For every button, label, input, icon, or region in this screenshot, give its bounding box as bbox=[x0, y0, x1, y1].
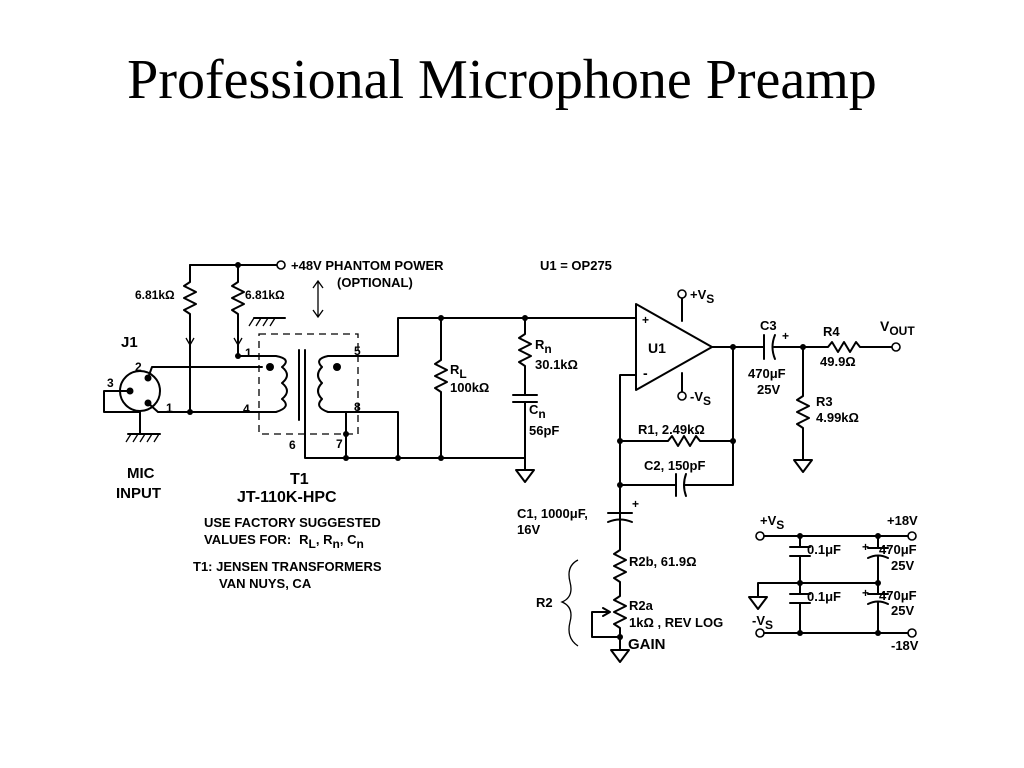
c3-value: 470μF bbox=[748, 366, 786, 381]
vout-label: VOUT bbox=[880, 318, 915, 338]
u1-vs-pos: +VS bbox=[690, 287, 714, 306]
mic-label-line1: MIC bbox=[127, 465, 155, 482]
j1-connector: J1 2 3 1 MIC INPUT bbox=[103, 334, 263, 502]
note-line1: USE FACTORY SUGGESTED bbox=[204, 515, 381, 530]
mic-label-line2: INPUT bbox=[116, 485, 161, 502]
c1-label: C1, 1000μF, bbox=[517, 506, 588, 521]
output-network: C3 + 470μF 25V R4 49.9Ω VOUT R3 4.99kΩ bbox=[748, 318, 915, 473]
u1-label: U1 bbox=[648, 340, 666, 356]
cn-value: 56pF bbox=[529, 423, 559, 438]
c1-plus: + bbox=[632, 497, 639, 511]
minus-vs-label: -VS bbox=[752, 613, 773, 632]
r4-label: R4 bbox=[823, 324, 840, 339]
t1-pin-5: 5 bbox=[354, 344, 361, 358]
c3-voltage: 25V bbox=[757, 382, 780, 397]
rn-value: 30.1kΩ bbox=[535, 357, 578, 372]
phantom-optional-label: (OPTIONAL) bbox=[337, 275, 413, 290]
cap-small-upper: 0.1μF bbox=[807, 542, 841, 557]
input-termination: RL 100kΩ Rn 30.1kΩ Cn 56pF U1 = OP275 bbox=[434, 258, 612, 459]
r3-label: R3 bbox=[816, 394, 833, 409]
gain-label: GAIN bbox=[628, 636, 666, 653]
r-phantom-right-value: 6.81kΩ bbox=[245, 288, 285, 302]
r-phantom-left-value: 6.81kΩ bbox=[135, 288, 175, 302]
note-line3: T1: JENSEN TRANSFORMERS bbox=[193, 559, 382, 574]
t1-part-number: JT-110K-HPC bbox=[237, 489, 337, 506]
supply-bypass: +VS +18V -VS -18V 0.1μF 0.1μF + 470μF 25… bbox=[748, 513, 919, 653]
cn-label: Cn bbox=[529, 402, 546, 421]
u1-plus: + bbox=[642, 313, 649, 327]
opamp-u1: + - U1 +VS -VS R1, 2.49kΩ C2, 150pF bbox=[617, 287, 765, 520]
phantom-power-label: +48V PHANTOM POWER bbox=[291, 258, 444, 273]
transformer-t1: 1 4 5 8 6 7 T1 JT-110K-HPC bbox=[237, 315, 637, 506]
u1-vs-neg: -VS bbox=[690, 389, 711, 408]
phantom-power-terminal bbox=[276, 260, 286, 270]
t1-label: T1 bbox=[290, 471, 309, 488]
c3-label: C3 bbox=[760, 318, 777, 333]
rl-label: RL bbox=[450, 362, 467, 381]
j1-pin-2: 2 bbox=[135, 360, 142, 374]
j1-label: J1 bbox=[121, 334, 138, 351]
rl-value: 100kΩ bbox=[450, 380, 489, 395]
rn-label: Rn bbox=[535, 337, 552, 356]
cap-big-upper-voltage: 25V bbox=[891, 558, 914, 573]
cap-big-lower-value: 470μF bbox=[879, 588, 917, 603]
gain-network: + C1, 1000μF, 16V R2b, 61.9Ω R2a 1kΩ , R… bbox=[517, 497, 723, 663]
cap-big-upper-plus: + bbox=[862, 540, 869, 554]
minus-rail-label: -18V bbox=[891, 638, 919, 653]
t1-pin-1: 1 bbox=[245, 346, 252, 360]
slide-title: Professional Microphone Preamp bbox=[127, 49, 877, 111]
cap-big-lower-plus: + bbox=[862, 586, 869, 600]
cap-small-lower: 0.1μF bbox=[807, 589, 841, 604]
r2a-value: 1kΩ , REV LOG bbox=[629, 615, 723, 630]
note-line2: VALUES FOR:RL, Rn, Cn bbox=[204, 532, 364, 551]
note-line4: VAN NUYS, CA bbox=[219, 576, 312, 591]
plus-rail-label: +18V bbox=[887, 513, 918, 528]
cap-big-upper-value: 470μF bbox=[879, 542, 917, 557]
c1-voltage: 16V bbox=[517, 522, 540, 537]
u1-note: U1 = OP275 bbox=[540, 258, 612, 273]
vout-terminal bbox=[891, 342, 901, 352]
t1-pin-8: 8 bbox=[354, 400, 361, 414]
r1-label: R1, 2.49kΩ bbox=[638, 422, 705, 437]
t1-pin-6: 6 bbox=[289, 438, 296, 452]
u1-minus: - bbox=[643, 365, 648, 381]
notes: USE FACTORY SUGGESTED VALUES FOR:RL, Rn,… bbox=[193, 515, 382, 591]
phantom-power-network: +48V PHANTOM POWER (OPTIONAL) 6.81kΩ 6.8… bbox=[135, 258, 444, 413]
r2a-label: R2a bbox=[629, 598, 654, 613]
c3-plus: + bbox=[782, 329, 789, 343]
plus-vs-label: +VS bbox=[760, 513, 784, 532]
c2-label: C2, 150pF bbox=[644, 458, 705, 473]
r3-value: 4.99kΩ bbox=[816, 410, 859, 425]
r2-label: R2 bbox=[536, 595, 553, 610]
j1-pin-1: 1 bbox=[166, 401, 173, 415]
r4-value: 49.9Ω bbox=[820, 354, 856, 369]
cap-big-lower-voltage: 25V bbox=[891, 603, 914, 618]
r2b-label: R2b, 61.9Ω bbox=[629, 554, 697, 569]
t1-pin-4: 4 bbox=[243, 402, 250, 416]
j1-pin-3: 3 bbox=[107, 376, 114, 390]
t1-pin-7: 7 bbox=[336, 437, 343, 451]
